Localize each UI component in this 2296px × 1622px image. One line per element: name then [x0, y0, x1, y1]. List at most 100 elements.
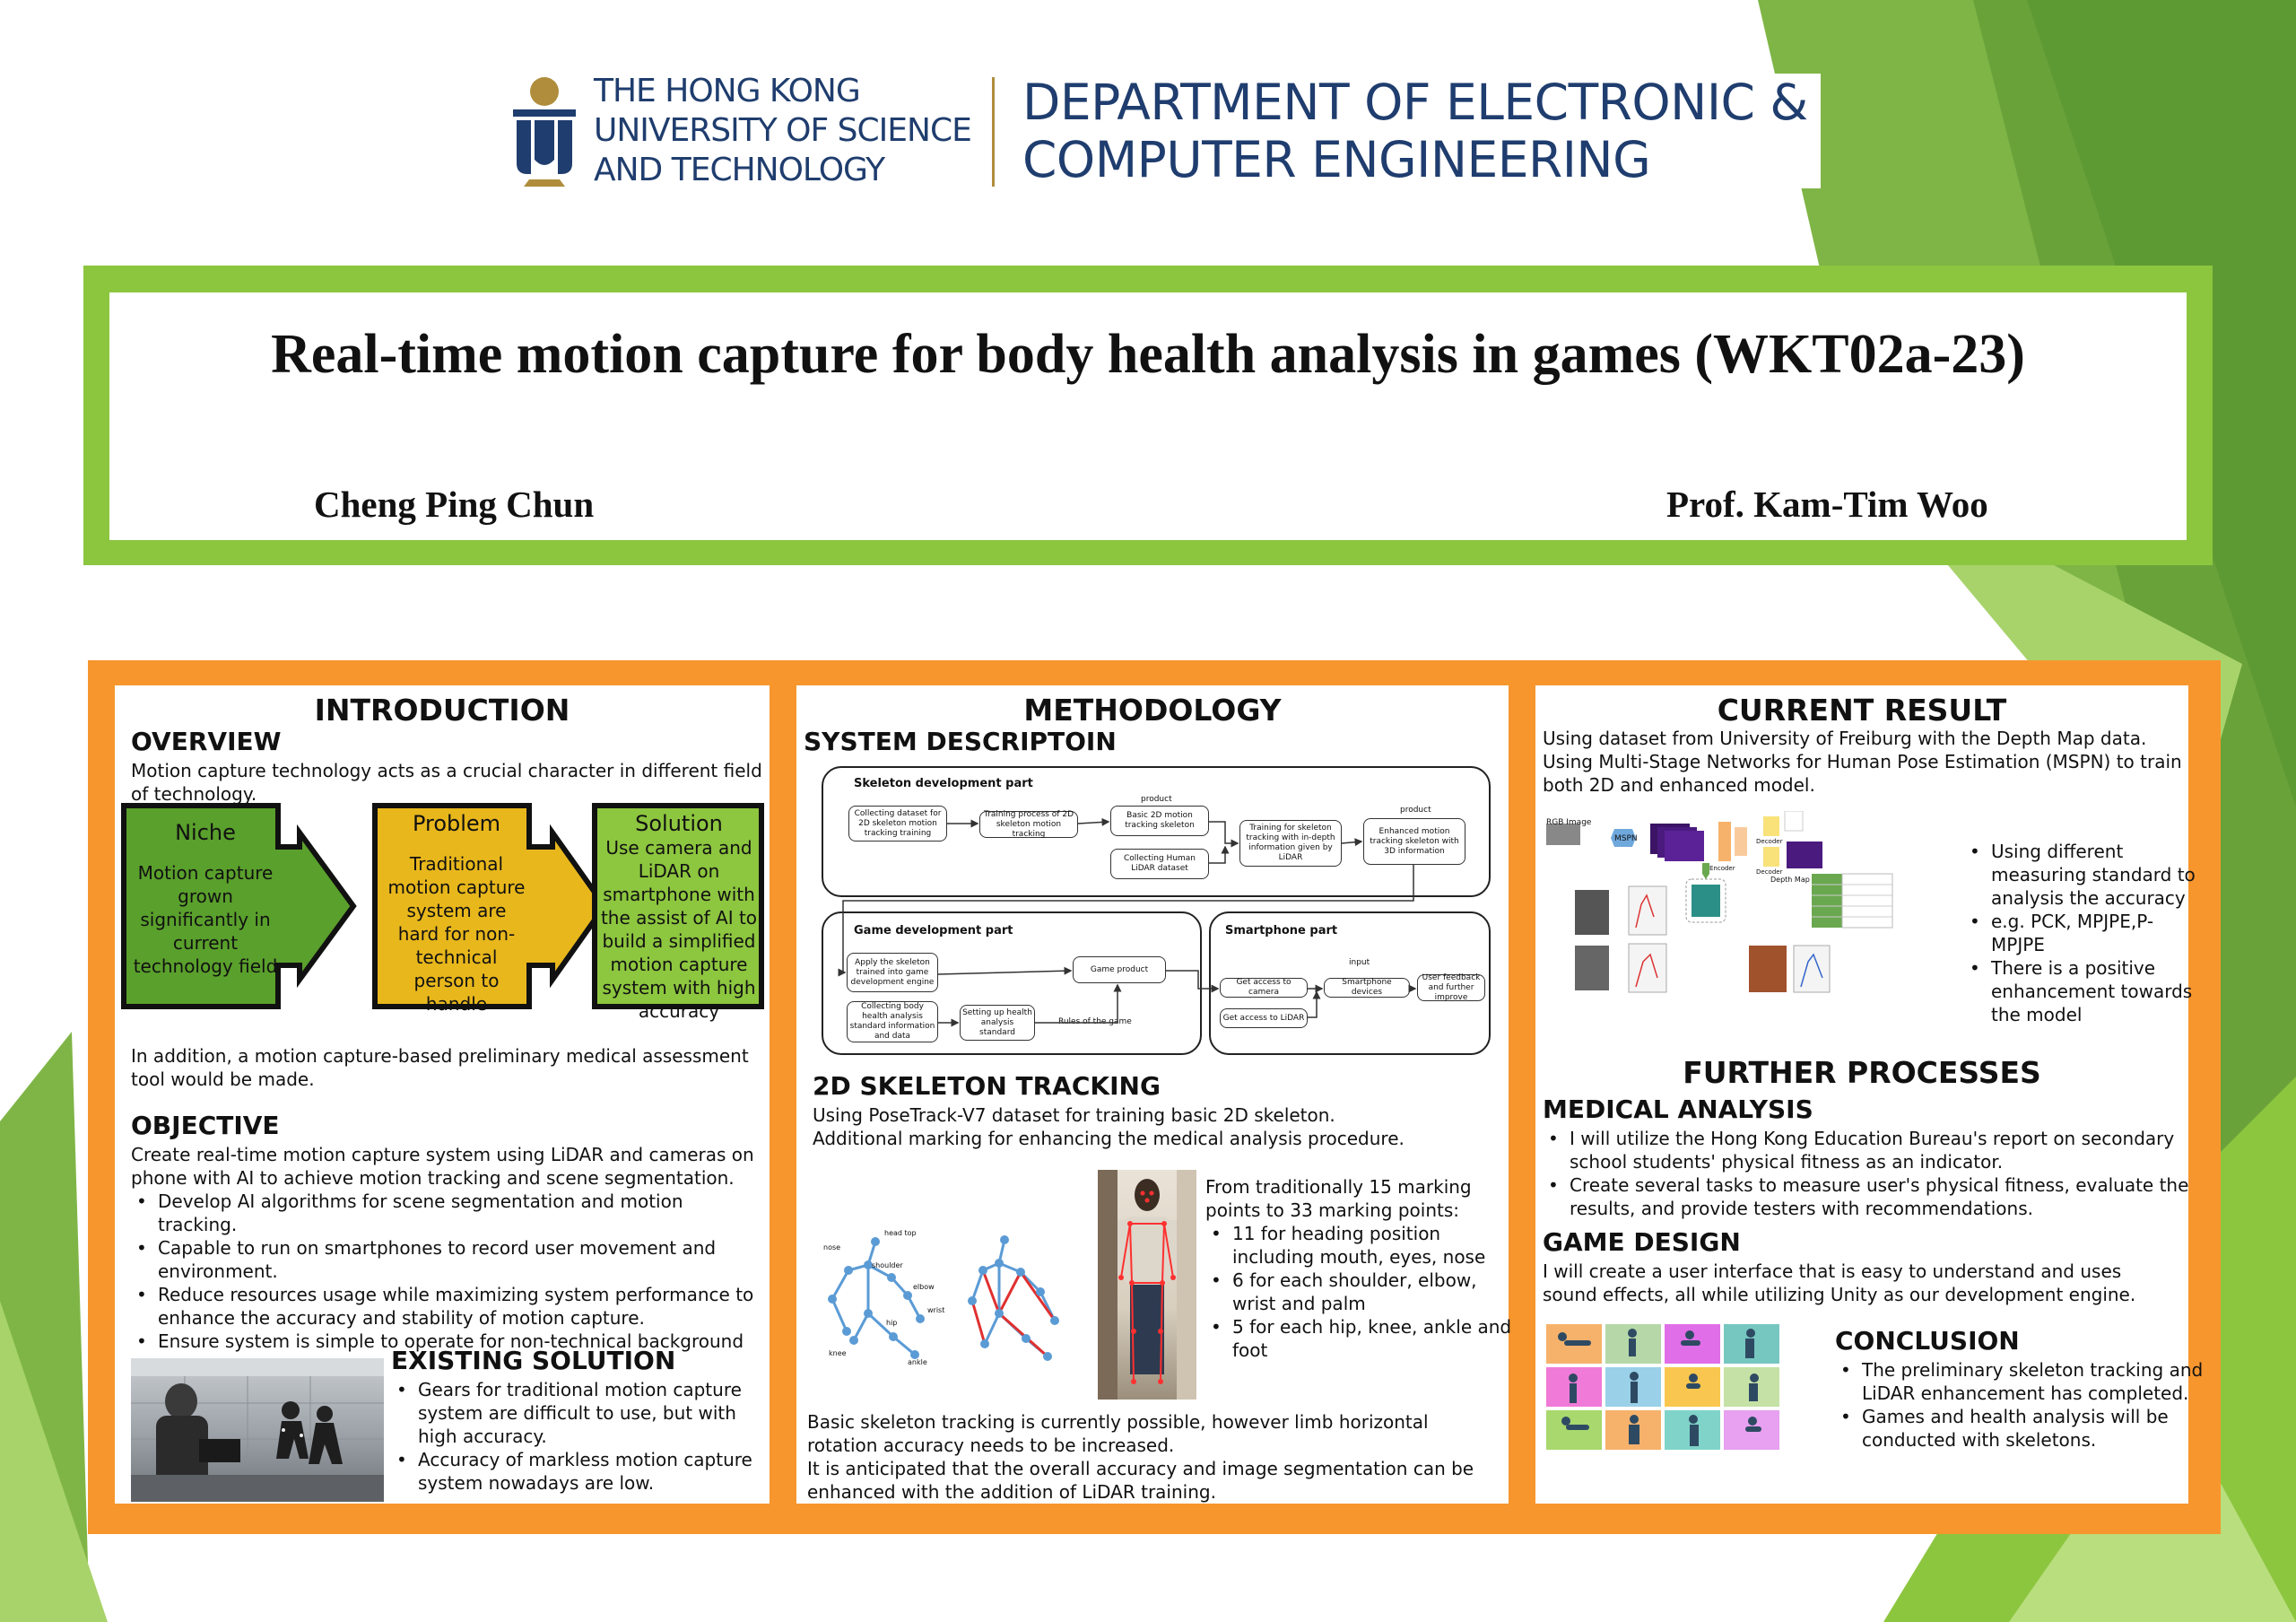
department-line-1: DEPARTMENT OF ELECTRONIC & — [1022, 74, 1808, 131]
motion-capture-studio-photo — [131, 1358, 384, 1502]
arrow-problem-title: Problem — [412, 811, 501, 836]
medical-list: I will utilize the Hong Kong Education B… — [1543, 1127, 2197, 1220]
university-name: THE HONG KONG UNIVERSITY OF SCIENCE AND … — [594, 72, 972, 190]
tracking-conclusion-2: It is anticipated that the overall accur… — [807, 1458, 1474, 1503]
diagram-box: Get access to LiDAR — [1220, 1008, 1308, 1028]
skeleton-label: shoulder — [872, 1261, 903, 1269]
conclusion-heading: CONCLUSION — [1835, 1326, 2020, 1356]
arrow-shapes — [121, 803, 764, 1009]
diagram-box: Collecting body health analysis standard… — [847, 1001, 938, 1042]
further-processes-heading: FURTHER PROCESSES — [1683, 1055, 2041, 1090]
university-line-3: AND TECHNOLOGY — [594, 152, 885, 188]
result-text-2: Using Multi-Stage Networks for Human Pos… — [1543, 751, 2182, 796]
figure-label-decoder: Decoder — [1756, 838, 1783, 845]
smartphone-group-title: Smartphone part — [1225, 924, 1338, 937]
skeleton-label: nose — [823, 1243, 841, 1251]
hkust-logo — [508, 74, 581, 188]
tracking-text-1: Using PoseTrack-V7 dataset for training … — [813, 1104, 1335, 1126]
skeleton-label: head top — [884, 1229, 917, 1237]
skeleton-diagram-15-points — [828, 1237, 925, 1359]
author-student: Cheng Ping Chun — [314, 484, 595, 525]
existing-solution-heading: EXISTING SOLUTION — [391, 1346, 676, 1375]
diagram-box: Smartphone devices — [1324, 978, 1410, 998]
figure-label-encoder: Encoder — [1709, 865, 1735, 872]
marking-item: 11 for heading position including mouth,… — [1211, 1222, 1518, 1269]
hkust-emblem-icon — [513, 77, 576, 187]
game-design-heading: GAME DESIGN — [1543, 1227, 1741, 1257]
tracking-text-2: Additional marking for enhancing the med… — [813, 1128, 1405, 1149]
methodology-column: METHODOLOGY SYSTEM DESCRIPTOIN Skeleton … — [796, 685, 1511, 1504]
university-line-1: THE HONG KONG — [594, 73, 861, 109]
current-result-heading: CURRENT RESULT — [1717, 693, 2007, 728]
medical-item: I will utilize the Hong Kong Education B… — [1548, 1127, 2197, 1173]
arrow-niche: Niche Motion capture grown significantly… — [129, 811, 282, 978]
result-item: Using different measuring standard to an… — [1970, 840, 2206, 910]
result-figure — [1543, 810, 1937, 999]
marking-item: 5 for each hip, knee, ankle and foot — [1211, 1315, 1518, 1362]
diagram-box: Collecting dataset for 2D skeleton motio… — [848, 806, 947, 842]
author-supervisor: Prof. Kam-Tim Woo — [1666, 484, 1988, 525]
game-group — [822, 911, 1202, 1055]
department-line-2: COMPUTER ENGINEERING — [1022, 131, 1651, 188]
diagram-box: Enhanced motion tracking skeleton with 3… — [1363, 818, 1465, 865]
existing-solution-item: Gears for traditional motion capture sys… — [396, 1378, 777, 1448]
result-text-1: Using dataset from University of Freibur… — [1543, 728, 2147, 749]
arrow-problem: Problem Traditional motion capture syste… — [380, 811, 533, 1016]
skeleton-diagram-33-points — [968, 1235, 1059, 1361]
conclusion-item: Games and health analysis will be conduc… — [1840, 1405, 2206, 1452]
figure-label-mspn: MSPN — [1614, 834, 1638, 843]
diagram-box: Collecting Human LiDAR dataset — [1110, 849, 1209, 879]
figure-label-rgb: RGB Image — [1546, 818, 1592, 827]
department-name: DEPARTMENT OF ELECTRONIC & COMPUTER ENGI… — [1022, 74, 1821, 188]
diagram-box: Training for skeleton tracking with in-d… — [1239, 820, 1342, 867]
overview-text: Motion capture technology acts as a cruc… — [131, 760, 762, 805]
skeleton-label: wrist — [927, 1306, 945, 1314]
skeleton-label: elbow — [913, 1283, 935, 1291]
arrow-solution: Solution Use camera and LiDAR on smartph… — [600, 811, 758, 1023]
system-diagram: Skeleton development part Collecting dat… — [822, 766, 1491, 1057]
tracking-conclusion-1: Basic skeleton tracking is currently pos… — [807, 1411, 1429, 1456]
skeleton-tracking-heading: 2D SKELETON TRACKING — [813, 1071, 1161, 1101]
objective-item: Reduce resources usage while maximizing … — [136, 1283, 768, 1330]
result-column: CURRENT RESULT Using dataset from Univer… — [1535, 685, 2203, 1504]
objective-heading: OBJECTIVE — [131, 1111, 280, 1140]
overview-heading: OVERVIEW — [131, 727, 282, 756]
result-list: Using different measuring standard to an… — [1964, 840, 2206, 1026]
exercise-illustrations — [1546, 1324, 1783, 1486]
game-group-title: Game development part — [854, 924, 1013, 937]
rules-label: Rules of the game — [1058, 1017, 1132, 1026]
smartphone-group — [1209, 911, 1491, 1055]
conclusion-item: The preliminary skeleton tracking and Li… — [1840, 1358, 2206, 1405]
product-label: product — [1141, 795, 1172, 804]
existing-solution-item: Accuracy of markless motion capture syst… — [396, 1448, 777, 1495]
arrow-problem-body: Traditional motion capture system are ha… — [387, 853, 526, 1015]
objective-item: Capable to run on smartphones to record … — [136, 1236, 768, 1283]
marking-text: From traditionally 15 marking points to … — [1205, 1176, 1472, 1221]
arrow-solution-title: Solution — [635, 811, 723, 836]
objective-item: Develop AI algorithms for scene segmenta… — [136, 1190, 768, 1236]
skeleton-label: ankle — [908, 1358, 927, 1366]
medical-item: Create several tasks to measure user's p… — [1548, 1173, 2197, 1220]
diagram-box: Get access to camera — [1220, 978, 1308, 998]
diagram-box: User feedback and further improve — [1417, 973, 1485, 1002]
system-description-heading: SYSTEM DESCRIPTOIN — [804, 727, 1117, 756]
skeleton-group — [822, 766, 1491, 897]
diagram-connectors — [838, 817, 1417, 1027]
methodology-heading: METHODOLOGY — [1023, 693, 1282, 728]
diagram-box: Setting up health analysis standard — [960, 1005, 1035, 1041]
conclusion-list: The preliminary skeleton tracking and Li… — [1835, 1358, 2206, 1452]
diagram-box: Apply the skeleton trained into game dev… — [847, 953, 938, 992]
arrow-niche-title: Niche — [175, 820, 236, 845]
result-item: There is a positive enhancement towards … — [1970, 956, 2206, 1026]
addition-text: In addition, a motion capture-based prel… — [131, 1045, 749, 1090]
skeleton-group-title: Skeleton development part — [854, 777, 1033, 790]
arrow-solution-body: Use camera and LiDAR on smartphone with … — [600, 837, 758, 1022]
arrow-niche-body: Motion capture grown significantly in cu… — [133, 862, 278, 977]
marking-item: 6 for each shoulder, elbow, wrist and pa… — [1211, 1269, 1518, 1315]
introduction-column: INTRODUCTION OVERVIEW Motion capture tec… — [115, 685, 770, 1504]
diagram-box: Training process of 2D skeleton motion t… — [979, 810, 1078, 839]
product-label: product — [1400, 806, 1431, 815]
input-label: input — [1349, 958, 1370, 967]
game-design-text: I will create a user interface that is e… — [1543, 1260, 2136, 1305]
figure-label-decoder: Decoder — [1756, 868, 1783, 876]
